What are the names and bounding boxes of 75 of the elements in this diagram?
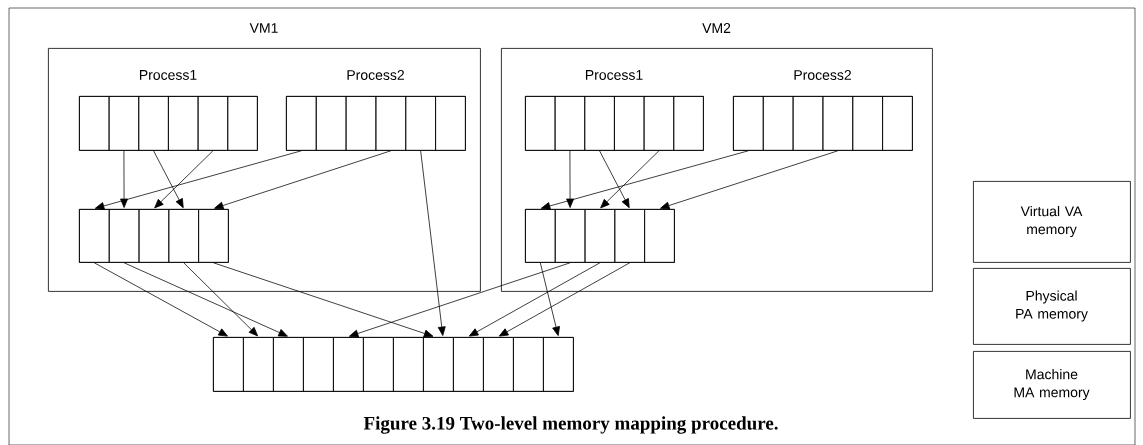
memory-cell: [243, 337, 274, 392]
memory-cell: [108, 209, 140, 263]
memory-cell: [513, 337, 544, 392]
memory-cell: [197, 96, 229, 151]
memory-cell: [138, 209, 170, 263]
memory-cell: [405, 96, 436, 151]
memory-cell: [333, 337, 364, 392]
node-label: Process2: [794, 70, 851, 80]
memory-cell: [525, 96, 556, 151]
figure-caption: Figure 3.19 Two-level memory mapping procedure.: [363, 416, 778, 434]
memory-cell: [453, 337, 484, 392]
memory-cell: [273, 337, 304, 392]
legend-box: Physical PA memory: [973, 268, 1131, 345]
memory-cell: [213, 337, 244, 392]
arrow: [183, 262, 259, 337]
node-label: VM1: [249, 23, 278, 33]
memory-cell: [614, 96, 645, 151]
memory-cell: [79, 209, 110, 263]
arrow: [498, 262, 631, 337]
memory-cell: [435, 96, 466, 151]
memory-cell: [315, 96, 347, 151]
node-label: Process1: [585, 70, 643, 80]
memory-cell: [286, 96, 317, 151]
memory-cell: [483, 337, 514, 392]
memory-cell: [584, 96, 615, 151]
arrow: [600, 150, 660, 209]
memory-cell: [393, 337, 424, 392]
memory-cell: [762, 96, 794, 151]
legend-box: Machine MA memory: [973, 351, 1131, 419]
memory-cell: [643, 96, 675, 151]
memory-cell: [852, 96, 883, 151]
arrow: [660, 150, 839, 210]
arrow: [154, 150, 214, 209]
arrow: [123, 262, 288, 337]
memory-cell: [303, 337, 334, 392]
arrow: [540, 150, 749, 210]
arrow: [213, 262, 434, 338]
memory-cell: [227, 96, 258, 151]
memory-cell: [584, 209, 616, 263]
arrow: [120, 150, 128, 208]
memory-cell: [375, 96, 407, 151]
memory-cell: [108, 96, 140, 151]
memory-cell: [554, 209, 586, 263]
memory-cell: [138, 96, 169, 151]
legend-box: Virtual VA memory: [973, 181, 1131, 263]
arrow: [214, 150, 392, 210]
memory-cell: [543, 337, 574, 392]
memory-cell: [363, 337, 394, 392]
memory-cell: [673, 96, 704, 151]
arrow: [599, 150, 630, 209]
memory-cell: [733, 96, 764, 151]
arrow: [539, 262, 560, 336]
arrow: [468, 262, 601, 337]
memory-cell: [345, 96, 377, 151]
memory-cell: [882, 96, 913, 151]
memory-cell: [525, 209, 556, 263]
arrow: [420, 150, 446, 336]
memory-cell: [168, 96, 199, 151]
node-label: Process1: [139, 70, 197, 80]
arrow: [349, 262, 571, 338]
memory-cell: [554, 96, 586, 151]
arrow: [94, 150, 302, 210]
arrow: [153, 150, 184, 209]
arrow: [93, 262, 228, 337]
memory-cell: [792, 96, 824, 151]
node-label: VM2: [702, 23, 731, 33]
memory-cell: [198, 209, 229, 263]
memory-cell: [614, 209, 645, 263]
memory-cell: [168, 209, 199, 263]
memory-cell: [79, 96, 110, 151]
node-label: Process2: [347, 70, 404, 80]
arrow: [566, 150, 574, 208]
memory-cell: [423, 337, 454, 392]
memory-cell: [644, 209, 675, 263]
memory-cell: [822, 96, 854, 151]
